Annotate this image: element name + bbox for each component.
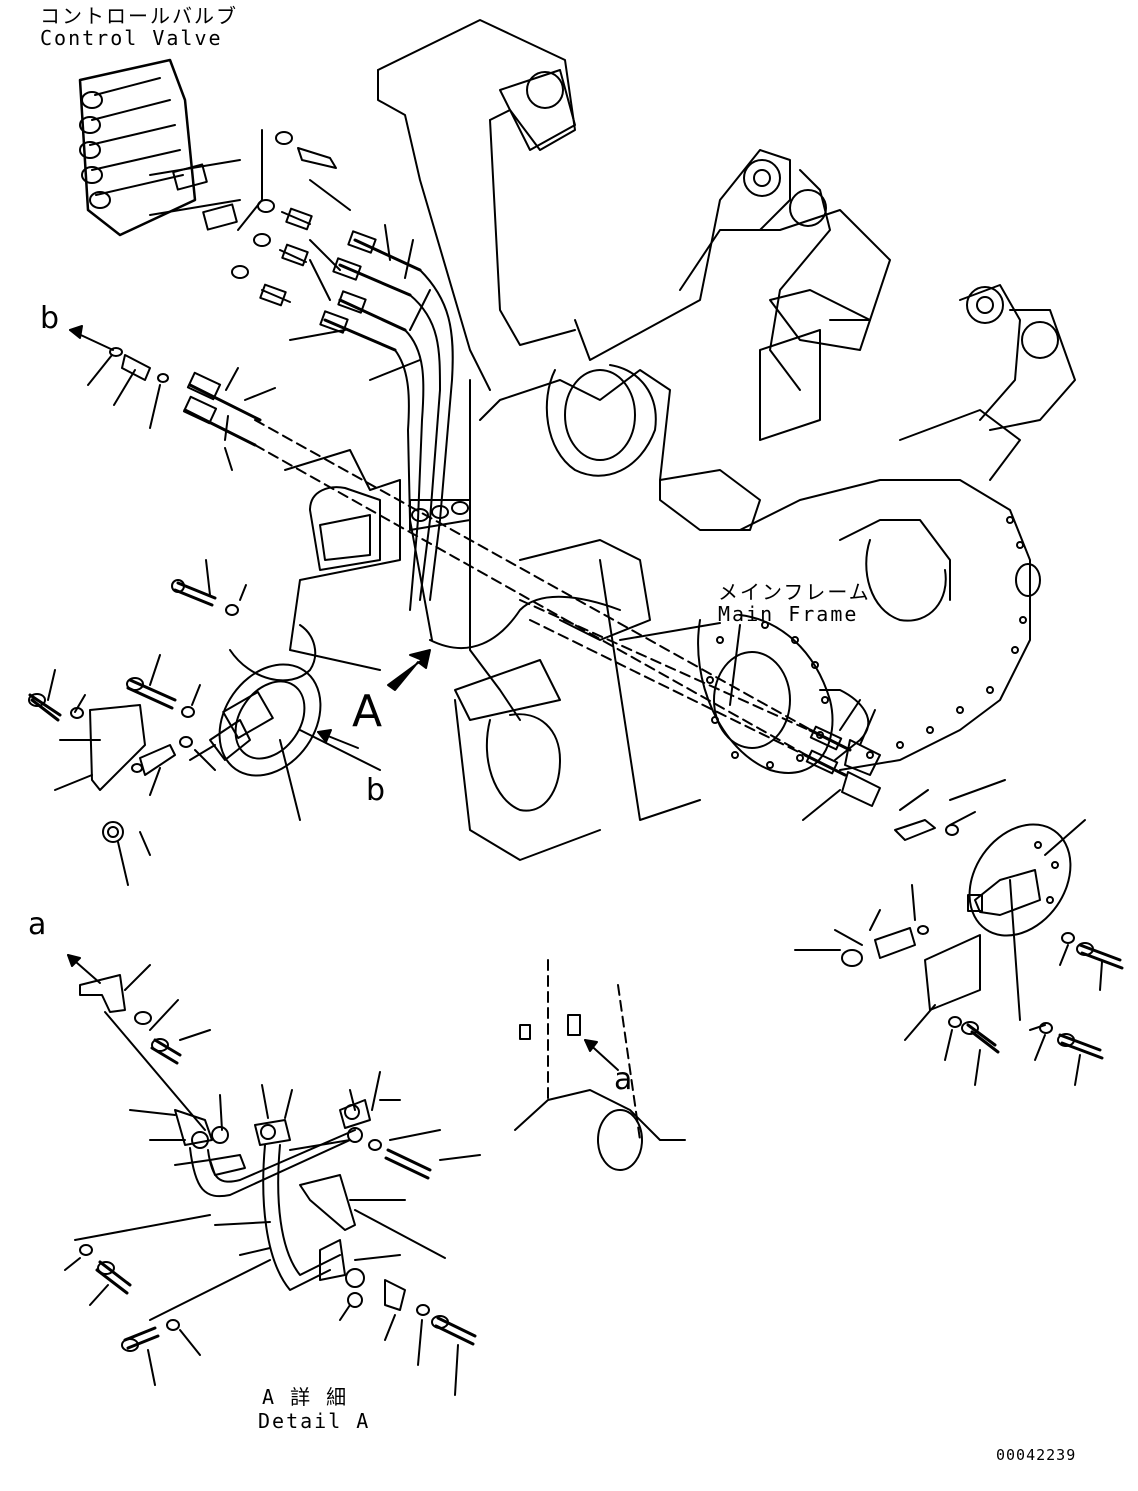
drawing-number: 00042239 bbox=[996, 1446, 1077, 1464]
detail-a-label-jp: A 詳 細 bbox=[262, 1385, 349, 1409]
ref-a-left: a bbox=[28, 907, 47, 942]
main-frame bbox=[284, 19, 1076, 861]
left-cover-group bbox=[28, 559, 381, 886]
control-valve-label-jp: コントロールバルブ bbox=[40, 4, 238, 28]
hose-bundle bbox=[394, 269, 471, 641]
detail-a bbox=[64, 959, 686, 1396]
detail-a-label-en: Detail A bbox=[258, 1409, 371, 1433]
leader-lines bbox=[619, 622, 741, 706]
main-frame-label-jp: メインフレーム bbox=[718, 580, 871, 604]
cross-hose bbox=[429, 595, 881, 821]
left-fittings bbox=[87, 347, 821, 761]
view-a-marker: A bbox=[352, 686, 383, 737]
hose-ends-upper bbox=[289, 224, 431, 381]
control-valve-assembly bbox=[78, 58, 241, 237]
right-cover-group bbox=[794, 779, 1124, 1086]
main-frame-label-en: Main Frame bbox=[718, 602, 859, 626]
reference-arrows bbox=[67, 325, 619, 1071]
ref-b-top: b bbox=[40, 301, 60, 336]
ref-b-right: b bbox=[366, 773, 386, 808]
ref-a-mid: a bbox=[614, 1062, 633, 1097]
valve-fittings bbox=[231, 129, 351, 307]
control-valve-label-en: Control Valve bbox=[40, 26, 223, 50]
